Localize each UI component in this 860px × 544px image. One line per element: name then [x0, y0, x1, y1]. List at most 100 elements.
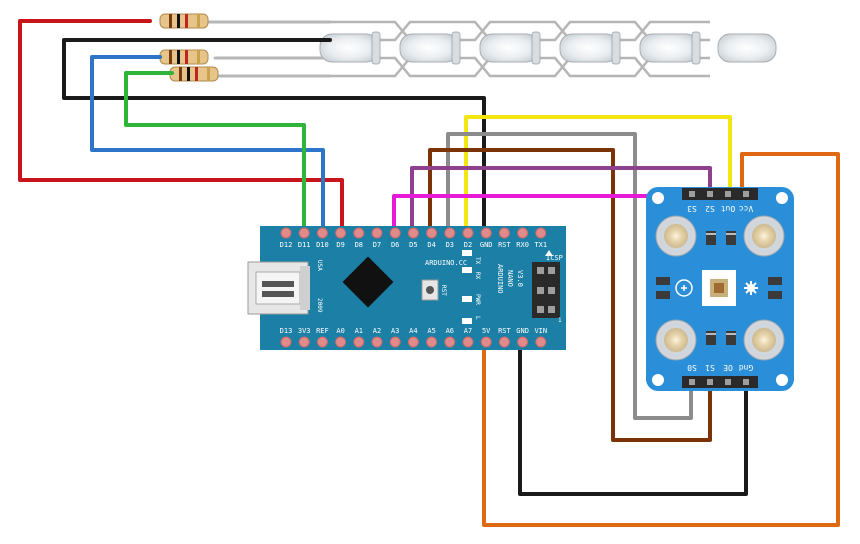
arduino-pin-label: D13 — [280, 327, 293, 335]
wire-black-gnd — [518, 338, 748, 496]
illumination-led-top-right — [743, 215, 785, 257]
tx-led — [462, 250, 472, 256]
rgb-led-1 — [319, 31, 381, 65]
wire-orange — [482, 152, 840, 527]
arduino-pin-gnd[interactable] — [517, 336, 529, 348]
sensor-pin-out[interactable] — [725, 191, 731, 197]
l-label: L — [474, 316, 481, 320]
illumination-led-bottom-right — [743, 319, 785, 361]
arduino-pin-d12[interactable] — [280, 227, 292, 239]
sensor-logo-icon — [675, 279, 693, 297]
arduino-pin-label: D9 — [336, 241, 344, 249]
arduino-pin-label: REF — [316, 327, 329, 335]
sensor-bottom-header — [682, 376, 758, 388]
wire-green — [124, 71, 306, 234]
led-strip — [203, 20, 777, 78]
arduino-pin-label: 3V3 — [298, 327, 311, 335]
reset-button[interactable] — [421, 279, 439, 301]
arduino-pin-d5[interactable] — [407, 227, 419, 239]
arduino-pin-label: GND — [480, 241, 493, 249]
arduino-pin-a3[interactable] — [389, 336, 401, 348]
arduino-pin-d10[interactable] — [316, 227, 328, 239]
arduino-pin-label: A3 — [391, 327, 399, 335]
arduino-pin-d13[interactable] — [280, 336, 292, 348]
sensor-pin-vcc[interactable] — [743, 191, 749, 197]
arduino-pin-label: 5V — [482, 327, 491, 335]
arduino-pin-d3[interactable] — [444, 227, 456, 239]
arduino-pin-label: D5 — [409, 241, 417, 249]
arduino-pin-gnd[interactable] — [480, 227, 492, 239]
arduino-pin-label: D7 — [373, 241, 381, 249]
arduino-pin-d4[interactable] — [426, 227, 438, 239]
arduino-pin-d11[interactable] — [298, 227, 310, 239]
sensor-pin-s3[interactable] — [689, 191, 695, 197]
arduino-pin-label: A1 — [355, 327, 363, 335]
rst-label: RST — [440, 285, 447, 296]
arduino-pin-d8[interactable] — [353, 227, 365, 239]
sensor-pin-label: Vcc — [739, 204, 754, 213]
arduino-pin-d9[interactable] — [335, 227, 347, 239]
arduino-name-line3: V3.0 — [516, 270, 524, 287]
arduino-pin-label: GND — [516, 327, 529, 335]
arduino-pin-rx0[interactable] — [517, 227, 529, 239]
icsp-arrow-icon — [545, 250, 553, 256]
arduino-pin-rst[interactable] — [498, 336, 510, 348]
sensor-pin-label: OE — [723, 363, 733, 372]
arduino-pin-a2[interactable] — [371, 336, 383, 348]
rgb-led-3 — [479, 31, 541, 65]
arduino-pin-3v3[interactable] — [298, 336, 310, 348]
arduino-pin-rst[interactable] — [498, 227, 510, 239]
sensor-smd-components — [656, 231, 782, 345]
sensor-pin-s0[interactable] — [689, 379, 695, 385]
wire-magenta — [392, 194, 694, 234]
wire-yellow — [464, 115, 732, 234]
icsp-label: ICSP — [546, 254, 563, 262]
arduino-name-line1: ARDUINO — [496, 264, 504, 294]
rgb-led-2 — [399, 31, 461, 65]
arduino-pin-label: D11 — [298, 241, 311, 249]
pwr-led — [462, 296, 472, 302]
sensor-pin-s1[interactable] — [707, 379, 713, 385]
arduino-pin-d2[interactable] — [462, 227, 474, 239]
sensor-pin-oe[interactable] — [725, 379, 731, 385]
arduino-pin-a4[interactable] — [407, 336, 419, 348]
arduino-pin-label: A7 — [464, 327, 472, 335]
rx-label: RX — [474, 272, 481, 280]
brand-label: ARDUINO.CC — [425, 259, 467, 267]
rx-led — [462, 267, 472, 273]
arduino-pin-5v[interactable] — [480, 336, 492, 348]
arduino-pin-label: RX0 — [516, 241, 529, 249]
resistor-blue — [159, 49, 209, 65]
year-label: 2009 — [316, 298, 323, 313]
gear-icon — [744, 281, 758, 295]
arduino-pin-tx1[interactable] — [535, 227, 547, 239]
arduino-pin-a5[interactable] — [426, 336, 438, 348]
usa-label: USA — [316, 260, 323, 271]
sensor-pin-s2[interactable] — [707, 191, 713, 197]
arduino-pin-label: RST — [498, 327, 511, 335]
sensor-pin-label: Out — [721, 204, 736, 213]
arduino-silkscreen: ARDUINO.CC ICSP TX RX PWR L RST USA 2009… — [316, 254, 563, 324]
wires — [18, 19, 840, 527]
arduino-pin-a1[interactable] — [353, 336, 365, 348]
sensor-pin-gnd[interactable] — [743, 379, 749, 385]
arduino-pin-label: D2 — [464, 241, 472, 249]
arduino-pin-a7[interactable] — [462, 336, 474, 348]
illumination-led-top-left — [655, 215, 697, 257]
arduino-pin-d6[interactable] — [389, 227, 401, 239]
illumination-led-bottom-left — [655, 319, 697, 361]
wire-brown — [428, 148, 712, 442]
rgb-led-6 — [717, 33, 777, 63]
arduino-pin-label: D6 — [391, 241, 399, 249]
arduino-pin-d7[interactable] — [371, 227, 383, 239]
arduino-pin-a0[interactable] — [335, 336, 347, 348]
arduino-pin-a6[interactable] — [444, 336, 456, 348]
arduino-pin-label: VIN — [534, 327, 547, 335]
arduino-pin-ref[interactable] — [316, 336, 328, 348]
arduino-bottom-pins — [280, 336, 547, 348]
arduino-pin-vin[interactable] — [535, 336, 547, 348]
sensor-pin-label: Gnd — [739, 363, 754, 372]
